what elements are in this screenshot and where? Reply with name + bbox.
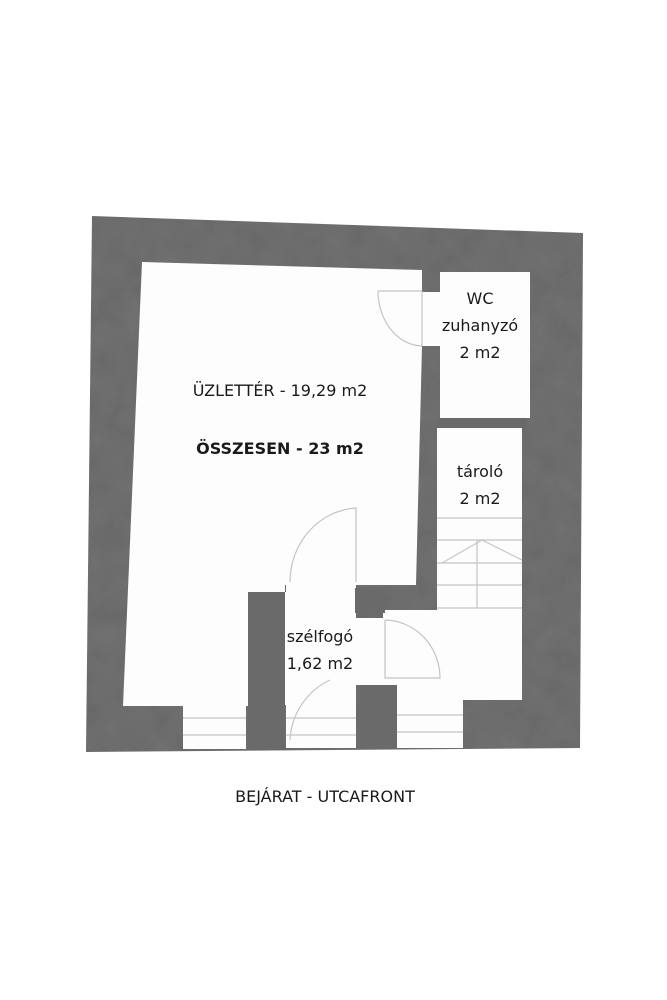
wc-floor — [440, 272, 530, 418]
entrance-label: BEJÁRAT - UTCAFRONT — [235, 787, 415, 806]
vestibule-area: 1,62 m2 — [286, 654, 354, 673]
storage-entrance-opening — [397, 700, 463, 748]
storage-label: tároló — [456, 462, 504, 481]
stairs — [437, 517, 523, 609]
main-room-floor — [123, 262, 440, 706]
vestibule-door-arc — [384, 619, 441, 679]
wall-piers — [248, 418, 527, 750]
main-room-label: ÜZLETTÉR - 19,29 m2 — [192, 381, 368, 400]
entrance-door-arc — [289, 679, 331, 741]
main-door-arc — [289, 507, 357, 583]
storage-area: 2 m2 — [459, 489, 501, 508]
wc-sublabel: zuhanyzó — [441, 316, 519, 335]
main-entrance-opening — [183, 705, 246, 749]
vestibule-door-opening — [355, 618, 385, 685]
storage-floor — [437, 428, 522, 613]
wc-label: WC — [466, 289, 494, 308]
wc-area: 2 m2 — [459, 343, 501, 362]
door-and-stair-lines — [183, 290, 523, 741]
wc-door-arc — [377, 290, 423, 347]
vestibule-label: szélfogó — [286, 627, 354, 646]
threshold-lines — [183, 714, 463, 736]
total-area-label: ÖSSZESEN - 23 m2 — [196, 439, 364, 458]
